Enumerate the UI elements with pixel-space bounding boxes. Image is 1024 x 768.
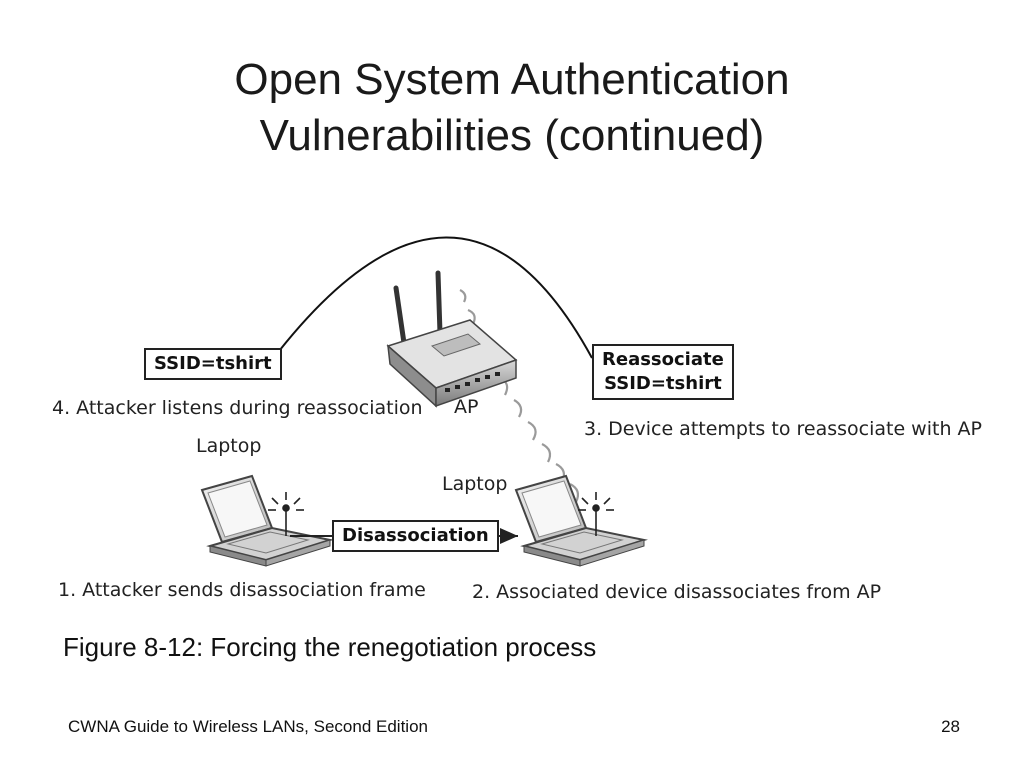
figure-caption: Figure 8-12: Forcing the renegotiation p… — [63, 632, 597, 662]
step-2-label: 2. Associated device disassociates from … — [472, 581, 882, 603]
step-4-label: 4. Attacker listens during reassociation — [52, 397, 423, 419]
access-point-icon — [386, 270, 518, 408]
step-3-label: 3. Device attempts to reassociate with A… — [584, 418, 982, 440]
laptop-left-label: Laptop — [196, 435, 262, 457]
laptop-left-icon — [200, 474, 334, 567]
renegotiation-diagram: SSID=tshirt Reassociate SSID=tshirt Disa… — [40, 228, 990, 618]
reassociate-box-line-2: SSID=tshirt — [604, 373, 722, 394]
laptop-right-icon — [514, 474, 648, 567]
slide-title: Open System Authentication Vulnerabiliti… — [0, 52, 1024, 164]
ap-label: AP — [454, 396, 479, 418]
footer-book-title: CWNA Guide to Wireless LANs, Second Edit… — [68, 717, 428, 736]
association-arc — [271, 236, 593, 361]
antenna-right-icon — [578, 492, 614, 536]
diagram-graphics — [200, 236, 648, 567]
footer-page-number: 28 — [941, 717, 960, 736]
reassociate-box-line-1: Reassociate — [602, 349, 724, 370]
laptop-right-label: Laptop — [442, 473, 508, 495]
disassociation-box: Disassociation — [332, 520, 499, 552]
ssid-box-left: SSID=tshirt — [144, 348, 282, 380]
antenna-left-icon — [268, 492, 304, 536]
slide-title-line-1: Open System Authentication — [234, 55, 790, 104]
step-1-label: 1. Attacker sends disassociation frame — [58, 579, 426, 601]
reassociate-box: Reassociate SSID=tshirt — [592, 344, 734, 400]
slide-title-line-2: Vulnerabilities (continued) — [259, 111, 765, 160]
